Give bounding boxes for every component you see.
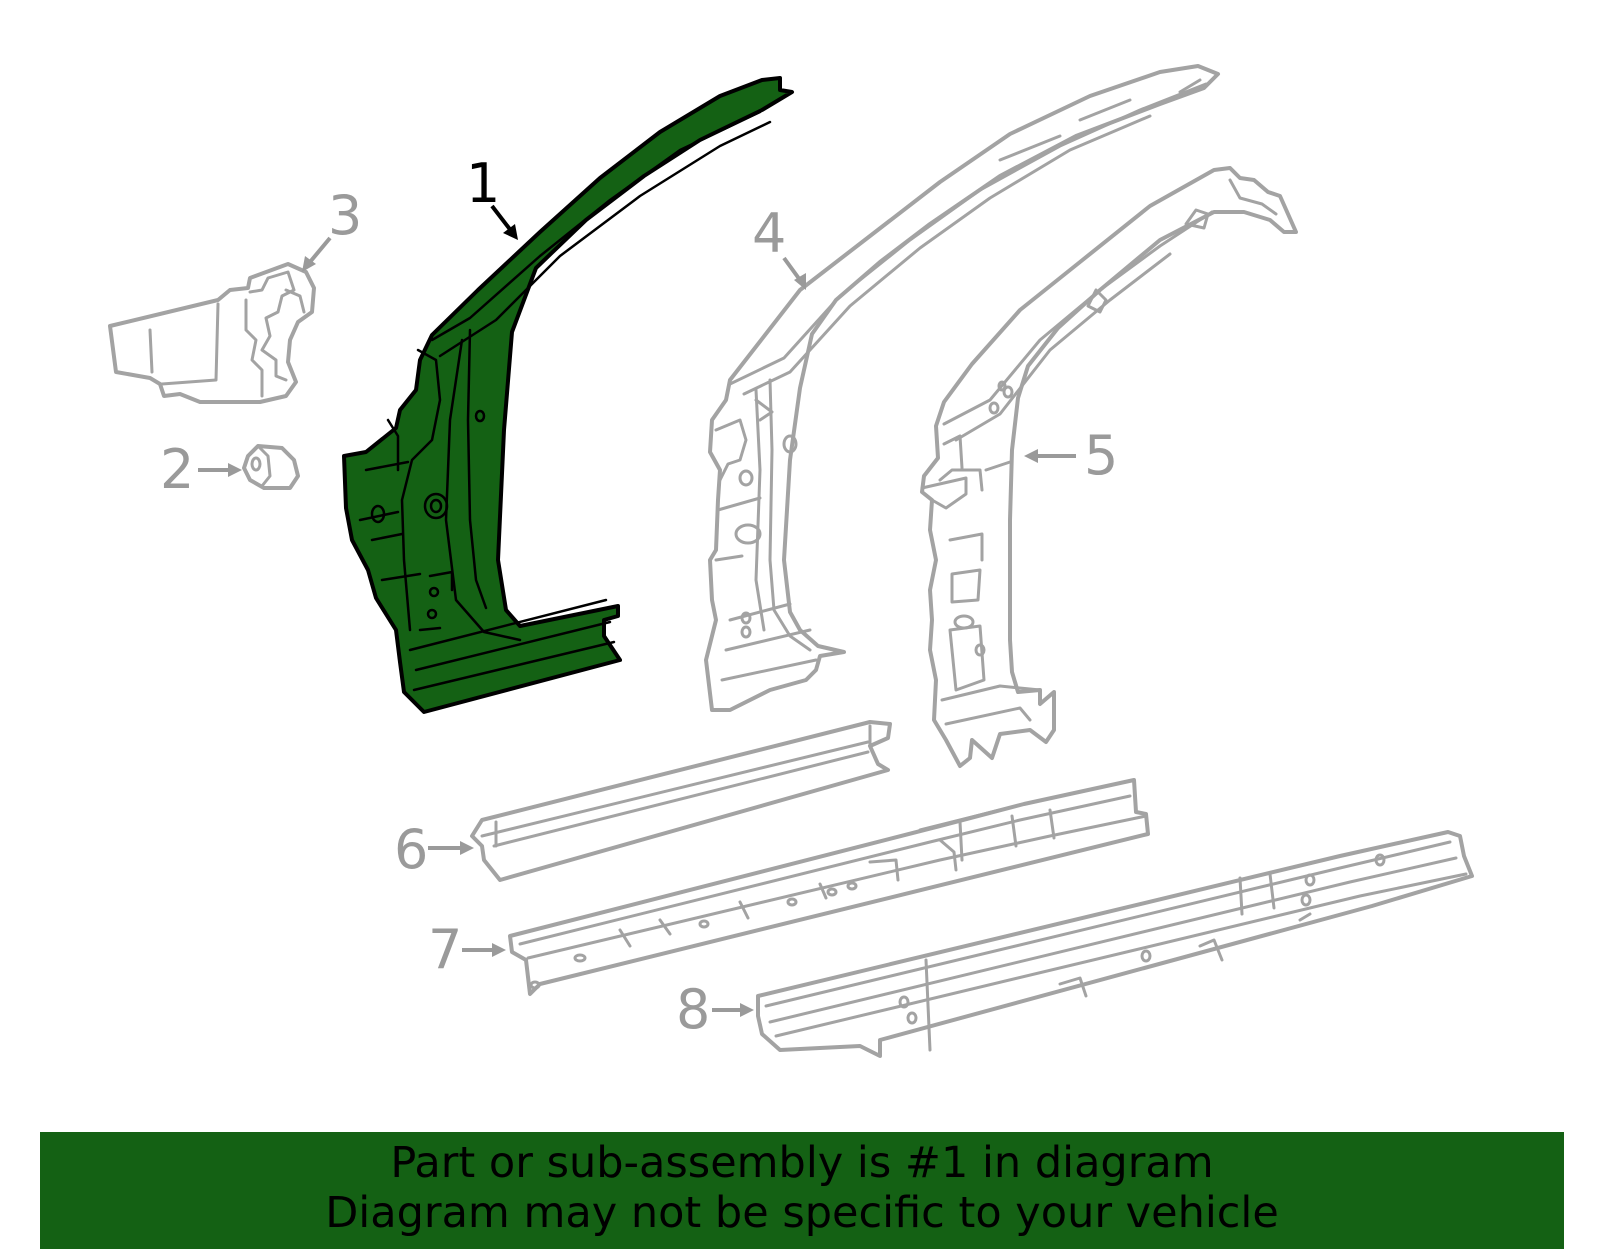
callout-7-label: 7 — [428, 918, 462, 981]
callout-6-arrowhead-icon — [460, 841, 474, 855]
callout-6-label: 6 — [394, 818, 428, 881]
part-1-front-pillar[interactable] — [342, 76, 794, 714]
part-8-rocker-outer[interactable] — [756, 830, 1474, 1058]
callout-4-arrowhead-icon — [794, 273, 806, 290]
callout-1-arrowhead-icon — [503, 224, 518, 240]
callout-5: 5 — [1024, 424, 1118, 487]
callout-1-label: 1 — [466, 152, 500, 215]
callout-8: 8 — [676, 978, 754, 1041]
part-3-bracket[interactable] — [108, 262, 316, 404]
callout-8-label: 8 — [676, 978, 710, 1041]
part-5-inner-pillar[interactable] — [920, 166, 1298, 768]
part-4-outer-pillar[interactable] — [704, 64, 1220, 712]
banner-line-1: Part or sub-assembly is #1 in diagram — [390, 1138, 1214, 1188]
banner-line-2: Diagram may not be specific to your vehi… — [325, 1188, 1279, 1238]
callout-4-label: 4 — [752, 202, 786, 265]
callout-8-arrowhead-icon — [740, 1003, 754, 1017]
callout-2-label: 2 — [160, 438, 194, 501]
callout-1: 1 — [466, 152, 518, 240]
part-6-sill-reinforcement[interactable] — [470, 720, 892, 882]
callout-3-arrowhead-icon — [302, 256, 316, 272]
callout-7: 7 — [428, 918, 506, 981]
part-2-clip[interactable] — [242, 444, 300, 490]
part-7-rocker-inner[interactable] — [508, 778, 1150, 996]
callout-3: 3 — [302, 184, 362, 272]
callout-4: 4 — [752, 202, 806, 290]
callout-2: 2 — [160, 438, 242, 501]
callout-5-arrowhead-icon — [1024, 449, 1038, 463]
callout-3-label: 3 — [328, 184, 362, 247]
callout-6: 6 — [394, 818, 474, 881]
callout-7-arrowhead-icon — [492, 943, 506, 957]
info-banner: Part or sub-assembly is #1 in diagram Di… — [40, 1132, 1564, 1249]
callout-2-arrowhead-icon — [228, 463, 242, 477]
callout-5-label: 5 — [1084, 424, 1118, 487]
